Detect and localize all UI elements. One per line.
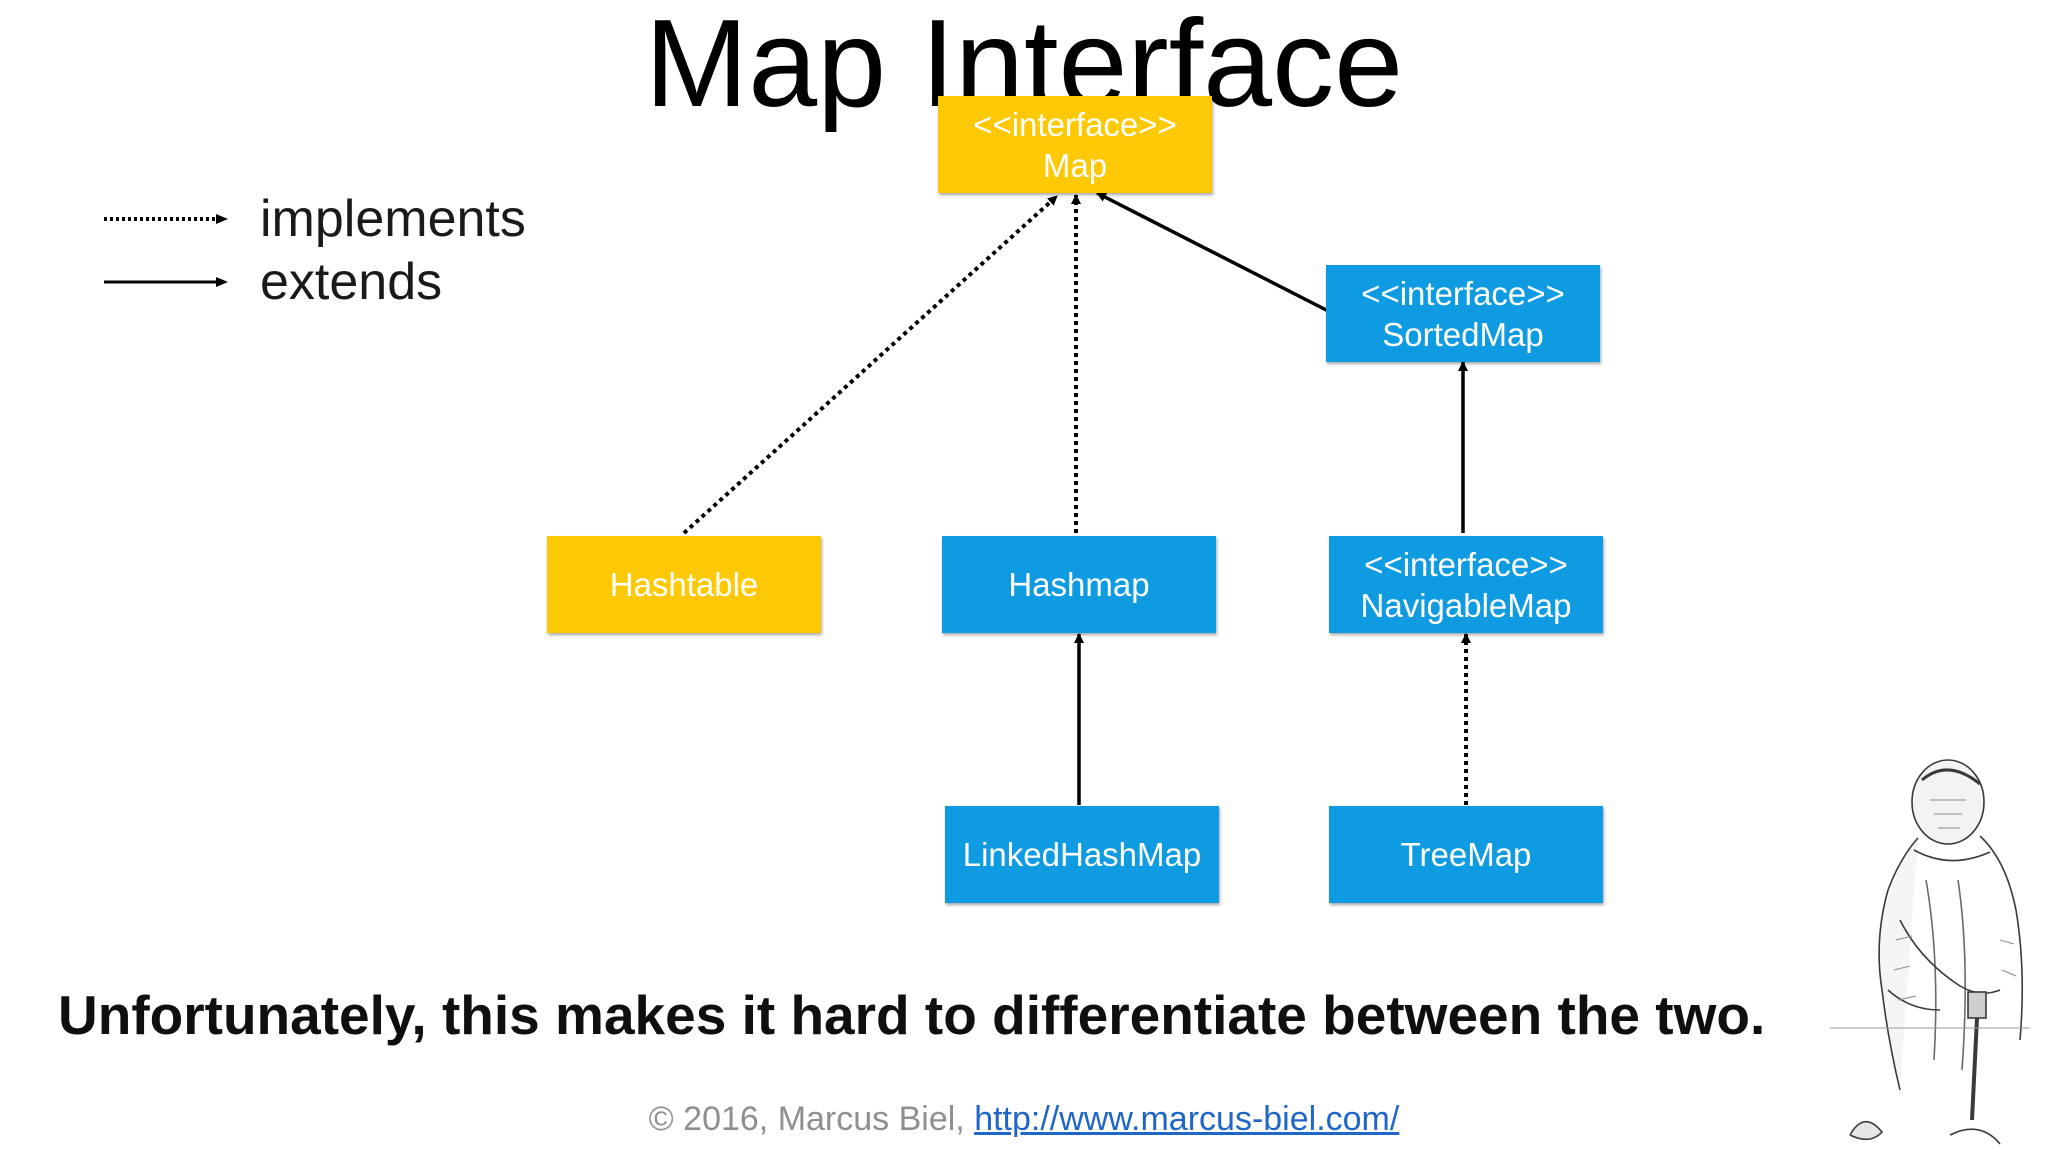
craftsman-sketch-illustration xyxy=(1830,759,2030,1145)
legend-implements-label: implements xyxy=(260,190,526,248)
solid-arrow-icon xyxy=(104,277,228,287)
edge-hashtable-map xyxy=(682,194,1059,535)
footer: © 2016, Marcus Biel, http://www.marcus-b… xyxy=(0,1100,2048,1139)
node-sortedmap: <<interface>> SortedMap xyxy=(1326,265,1600,362)
node-hashtable: Hashtable xyxy=(547,536,821,633)
footer-copyright: © 2016, Marcus Biel, xyxy=(648,1100,965,1138)
caption-text: Unfortunately, this makes it hard to dif… xyxy=(58,984,1766,1046)
node-linkedhashmap-name: LinkedHashMap xyxy=(962,836,1202,873)
node-navigablemap-stereotype: <<interface>> xyxy=(1364,545,1568,583)
legend-extends-label: extends xyxy=(260,253,443,311)
node-map-name: Map xyxy=(1042,146,1108,184)
dotted-arrow-icon xyxy=(104,214,228,224)
node-map: <<interface>> Map xyxy=(938,96,1212,193)
node-navigablemap: <<interface>> NavigableMap xyxy=(1329,536,1603,633)
node-treemap: TreeMap xyxy=(1329,806,1603,903)
node-hashtable-name: Hashtable xyxy=(609,566,759,603)
footer-link[interactable]: http://www.marcus-biel.com/ xyxy=(974,1100,1400,1138)
node-navigablemap-name: NavigableMap xyxy=(1360,586,1572,624)
node-treemap-name: TreeMap xyxy=(1400,836,1532,873)
legend-extends: extends xyxy=(104,256,442,308)
node-hashmap-name: Hashmap xyxy=(1008,566,1150,603)
node-map-stereotype: <<interface>> xyxy=(973,105,1177,143)
node-hashmap: Hashmap xyxy=(942,536,1216,633)
edge-sortedmap-map xyxy=(1096,191,1339,318)
node-sortedmap-name: SortedMap xyxy=(1382,315,1544,353)
node-linkedhashmap: LinkedHashMap xyxy=(945,806,1219,903)
node-sortedmap-stereotype: <<interface>> xyxy=(1361,274,1565,312)
legend-implements: implements xyxy=(104,193,526,245)
